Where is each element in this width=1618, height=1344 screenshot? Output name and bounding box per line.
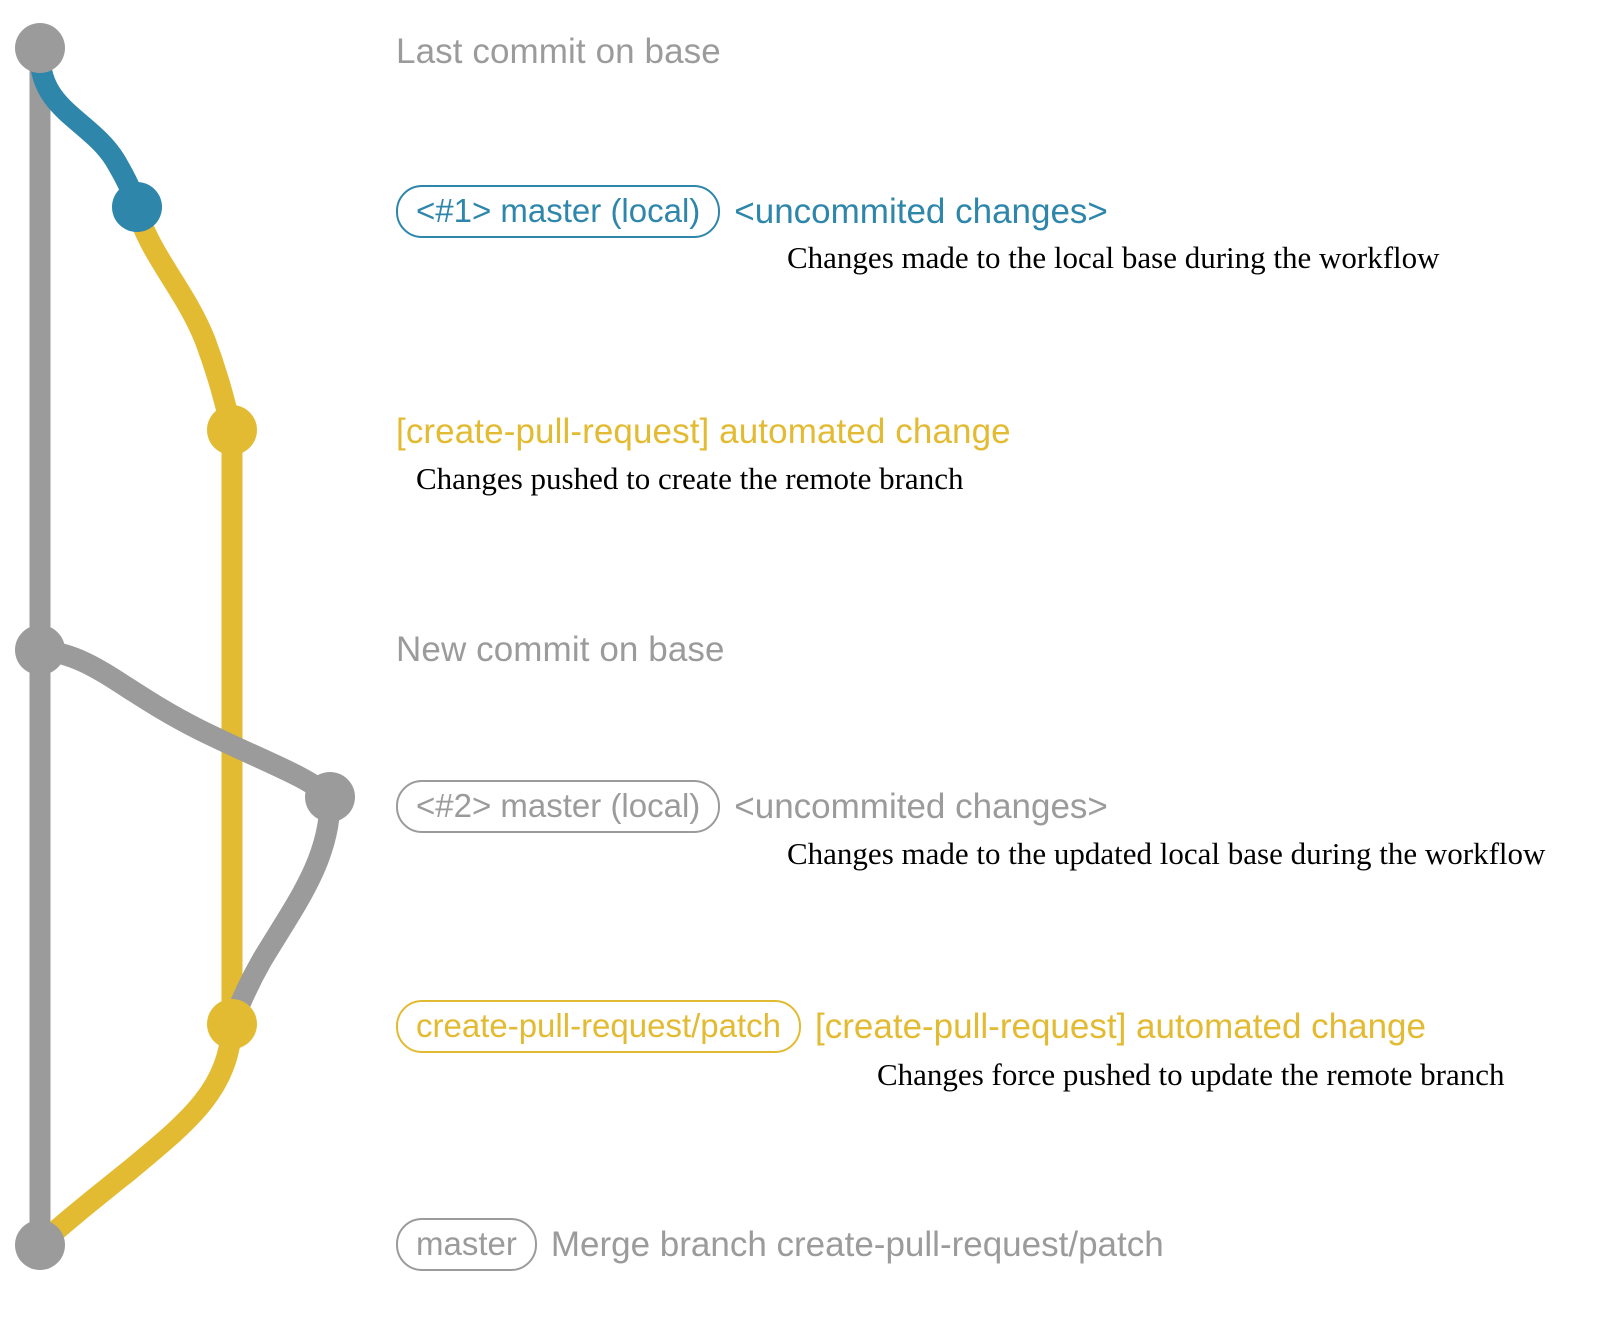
commit-title-automated-change-2: [create-pull-request] automated change: [815, 1007, 1426, 1046]
commit-title-new-commit-on-base: New commit on base: [396, 630, 725, 669]
branch-badge-create-pull-request-patch[interactable]: create-pull-request/patch: [396, 1000, 802, 1053]
row-automated-change-1: [create-pull-request] automated change: [396, 412, 1011, 452]
branch-badge-master-local-1[interactable]: <#1> master (local): [396, 185, 721, 238]
commit-description-master-local-1: Changes made to the local base during th…: [787, 240, 1440, 275]
commit-description-master-local-2: Changes made to the updated local base d…: [787, 836, 1546, 871]
commit-node-last-commit-on-base[interactable]: [15, 23, 65, 73]
commit-node-new-commit-on-base[interactable]: [15, 625, 65, 675]
commit-node-merge-commit[interactable]: [15, 1220, 65, 1270]
row-automated-change-2: create-pull-request/patch [create-pull-r…: [396, 1000, 1426, 1053]
branch-badge-master[interactable]: master: [396, 1218, 537, 1271]
commit-node-automated-change-1[interactable]: [207, 405, 257, 455]
row-merge-commit: master Merge branch create-pull-request/…: [396, 1218, 1164, 1271]
row-master-local-2: <#2> master (local) <uncommited changes>: [396, 780, 1108, 833]
row-last-commit-on-base: Last commit on base: [396, 32, 721, 72]
commit-title-merge-commit: Merge branch create-pull-request/patch: [550, 1225, 1164, 1264]
branch-badge-master-local-2[interactable]: <#2> master (local): [396, 780, 721, 833]
commit-description-automated-change-2: Changes force pushed to update the remot…: [877, 1057, 1505, 1092]
badge-line-master-local-1: <#1> master (local) <uncommited changes>: [396, 185, 1108, 238]
merge-line: [29, 1015, 243, 1256]
local-branch-2-line: [29, 639, 341, 808]
commit-node-master-local-1[interactable]: [112, 182, 162, 232]
commit-node-master-local-2[interactable]: [305, 772, 355, 822]
badge-line-automated-change-2: create-pull-request/patch [create-pull-r…: [396, 1000, 1426, 1053]
git-graph: [15, 23, 355, 1270]
badge-line-master-local-2: <#2> master (local) <uncommited changes>: [396, 780, 1108, 833]
commit-title-automated-change-1: [create-pull-request] automated change: [396, 412, 1011, 451]
row-master-local-1: <#1> master (local) <uncommited changes>: [396, 185, 1108, 238]
commit-description-automated-change-1: Changes pushed to create the remote bran…: [416, 461, 964, 496]
commit-title-master-local-1: <uncommited changes>: [734, 192, 1108, 231]
commit-title-last-commit-on-base: Last commit on base: [396, 32, 721, 71]
commit-node-automated-change-2[interactable]: [207, 999, 257, 1049]
badge-line-merge-commit: master Merge branch create-pull-request/…: [396, 1218, 1164, 1271]
commit-title-master-local-2: <uncommited changes>: [734, 787, 1108, 826]
row-new-commit-on-base: New commit on base: [396, 630, 725, 670]
